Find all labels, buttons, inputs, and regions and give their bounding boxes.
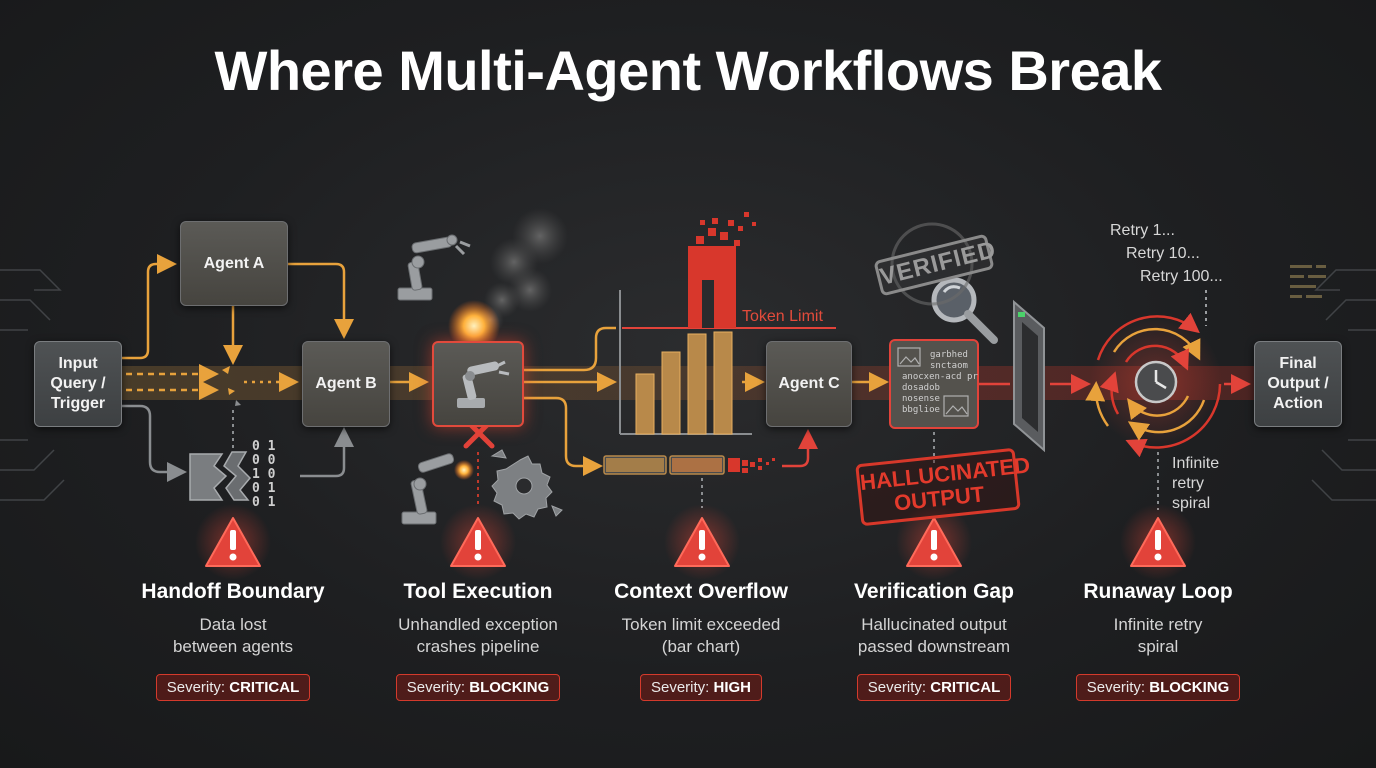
severity-badge: Severity: CRITICAL [856, 674, 1012, 701]
clock-icon [1134, 360, 1178, 404]
warning-icon-5 [1120, 504, 1196, 580]
failure-heading: Verification Gap [854, 580, 1014, 603]
doc-text-lines: garbhed snctaom anocxen-acd pr dosadob n… [902, 350, 978, 416]
context-bar-3 [687, 333, 707, 435]
robot-arm-icon-bottom [401, 453, 455, 525]
retry-10-label: Retry 10... [1126, 245, 1200, 262]
input-node-label: Input Query / Trigger [50, 355, 106, 412]
verification-gate-icon [1013, 299, 1045, 453]
severity-badge: Severity: BLOCKING [1075, 674, 1241, 701]
code-dashes-right [1290, 265, 1326, 298]
context-bar-chart [619, 212, 836, 435]
tool-node [432, 341, 524, 427]
context-bar-1 [635, 373, 655, 435]
doc-line: dosadob [902, 383, 940, 393]
agent-b-label: Agent B [315, 375, 377, 392]
severity-badge: Severity: HIGH [639, 674, 763, 701]
token-progress-bar [603, 455, 775, 475]
spiral-note: Infinite retry spiral [1172, 455, 1220, 512]
verified-stamp-ring [890, 222, 974, 306]
circuit-traces-right [1311, 269, 1376, 501]
binary-row: 0 0 [252, 453, 276, 468]
input-node: Input Query / Trigger [34, 341, 122, 427]
tool-robot-icon [457, 360, 510, 408]
broken-data-block-icon [189, 451, 252, 501]
doc-line: anocxen-acd pr [902, 372, 978, 382]
warning-icon-2 [440, 504, 516, 580]
failure-heading: Tool Execution [403, 580, 553, 603]
failure-heading: Context Overflow [614, 580, 788, 603]
doc-image-placeholder [897, 347, 969, 417]
broken-gear-icon [490, 449, 563, 520]
doc-line: nosense [902, 394, 940, 404]
final-output-label: Final Output / Action [1267, 355, 1329, 412]
page-title: Where Multi-Agent Workflows Break [214, 39, 1162, 102]
doc-line: garbhed [930, 350, 968, 360]
robot-arm-icon-top [397, 234, 471, 301]
failure-desc: Token limit exceeded(bar chart) [621, 615, 781, 656]
binary-row: 1 0 [252, 467, 276, 482]
warning-icon-3 [664, 504, 740, 580]
binary-row: 0 1 [252, 481, 276, 496]
agent-c-label: Agent C [778, 375, 840, 392]
warning-icon-4 [896, 504, 972, 580]
retry-1-label: Retry 1... [1110, 222, 1175, 239]
severity-badge: Severity: CRITICAL [155, 674, 311, 701]
context-bar-2 [661, 351, 681, 435]
agent-a-label: Agent A [203, 254, 265, 272]
binary-row: 0 1 [252, 495, 276, 510]
failure-context-overflow: Context Overflow Token limit exceeded(ba… [581, 580, 821, 701]
binary-row: 0 1 [252, 439, 276, 454]
agent-a-node: Agent A [180, 221, 288, 306]
broken-link-fragments [222, 366, 241, 406]
final-output-node: Final Output / Action [1254, 341, 1342, 427]
doc-line: bbglioe [902, 405, 940, 415]
context-bar-4 [713, 331, 733, 435]
doc-line: snctaom [930, 361, 968, 371]
agent-b-node: Agent B [302, 341, 390, 427]
token-limit-label: Token Limit [742, 308, 823, 325]
failure-heading: Handoff Boundary [141, 580, 325, 603]
circuit-traces-left [0, 269, 65, 501]
severity-badge: Severity: BLOCKING [395, 674, 561, 701]
overflow-pixel-bar [688, 212, 756, 328]
retry-100-label: Retry 100... [1140, 268, 1223, 285]
failure-heading: Runaway Loop [1083, 580, 1233, 603]
warning-icon-1 [195, 504, 271, 580]
agent-c-node: Agent C [766, 341, 852, 427]
binary-digits: 0 1 0 0 1 0 0 1 0 1 [252, 440, 275, 510]
